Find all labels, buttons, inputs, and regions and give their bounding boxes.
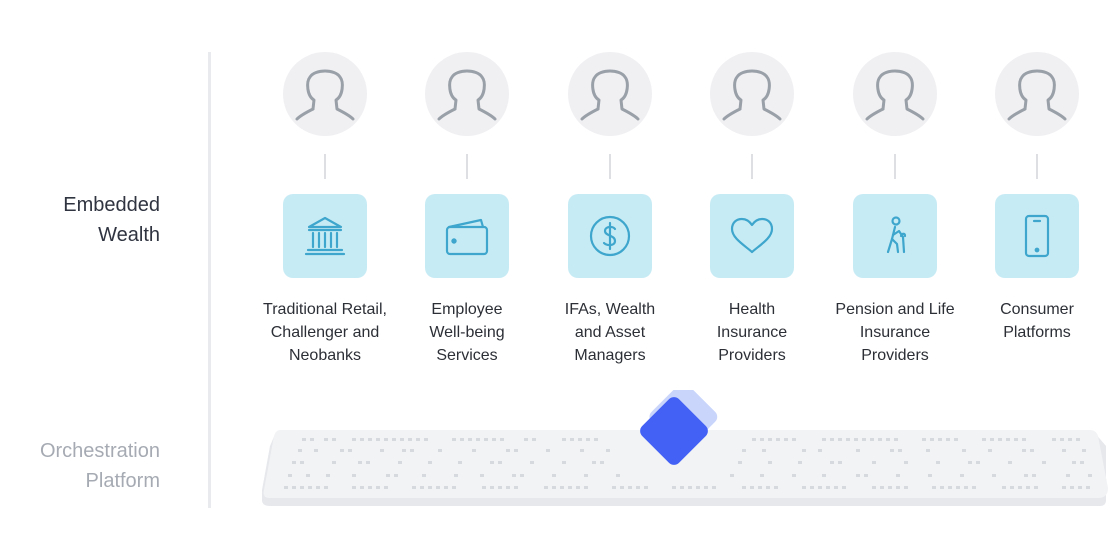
orchestration-platform-label-line-1: Orchestration (39, 440, 160, 462)
embedded-wealth-label-line-2: Wealth (98, 224, 160, 246)
orchestration-platform-band (262, 430, 1108, 506)
connector-line (751, 154, 753, 179)
segment-tile-4 (710, 194, 794, 278)
embedded-wealth-label: Embedded Wealth (0, 190, 160, 250)
orchestration-platform-label: Orchestration Platform (0, 436, 160, 496)
orchestration-platform-label-line-2: Platform (85, 470, 160, 492)
segment-label-4: Health Insurance Providers (662, 298, 842, 367)
segment-tile-3 (568, 194, 652, 278)
segment-label-line: and Asset (574, 324, 646, 341)
user-avatar-icon (853, 52, 937, 136)
segment-label-6: Consumer Platforms (947, 298, 1120, 344)
smartphone-icon (1024, 214, 1050, 258)
heart-icon (730, 217, 774, 254)
segment-label-line: Health (728, 301, 776, 318)
segment-label-line: Employee (431, 301, 503, 318)
segment-label-line: Providers (718, 347, 786, 364)
wallet-icon (445, 218, 489, 256)
segment-label-2: Employee Well-being Services (377, 298, 557, 367)
connector-line (894, 154, 896, 179)
segment-label-line: Providers (861, 347, 929, 364)
segment-label-line: Platforms (1003, 324, 1071, 341)
segment-label-5: Pension and Life Insurance Providers (805, 298, 985, 367)
segment-label-line: Services (436, 347, 498, 364)
connector-line (324, 154, 326, 179)
segment-tile-6 (995, 194, 1079, 278)
segment-label-3: IFAs, Wealth and Asset Managers (520, 298, 700, 367)
dollar-coin-icon (589, 215, 631, 257)
segment-tile-5 (853, 194, 937, 278)
user-avatar-icon (425, 52, 509, 136)
segment-label-line: Traditional Retail, (263, 301, 387, 318)
connector-line (466, 154, 468, 179)
segment-tile-1 (283, 194, 367, 278)
embedded-wealth-label-line-1: Embedded (63, 194, 160, 216)
user-avatar-icon (283, 52, 367, 136)
segment-label-line: Challenger and (270, 324, 380, 341)
segment-label-line: IFAs, Wealth (564, 301, 656, 318)
segment-label-line: Managers (574, 347, 646, 364)
user-avatar-icon (995, 52, 1079, 136)
vertical-divider (208, 52, 211, 508)
segment-label-line: Neobanks (288, 347, 362, 364)
segment-label-line: Well-being (429, 324, 505, 341)
segment-label-line: Insurance (716, 324, 788, 341)
walking-cane-icon (886, 216, 907, 254)
segment-tile-2 (425, 194, 509, 278)
user-avatar-icon (568, 52, 652, 136)
connector-line (609, 154, 611, 179)
brand-logo-icon (640, 390, 718, 465)
connector-line (1036, 154, 1038, 179)
segment-label-line: Pension and Life (835, 301, 955, 318)
user-avatar-icon (710, 52, 794, 136)
segment-label-1: Traditional Retail, Challenger and Neoba… (235, 298, 415, 367)
bank-icon (304, 216, 346, 256)
platform-dot-grid (284, 438, 1092, 489)
segment-label-line: Insurance (859, 324, 931, 341)
segment-label-line: Consumer (1000, 301, 1074, 318)
